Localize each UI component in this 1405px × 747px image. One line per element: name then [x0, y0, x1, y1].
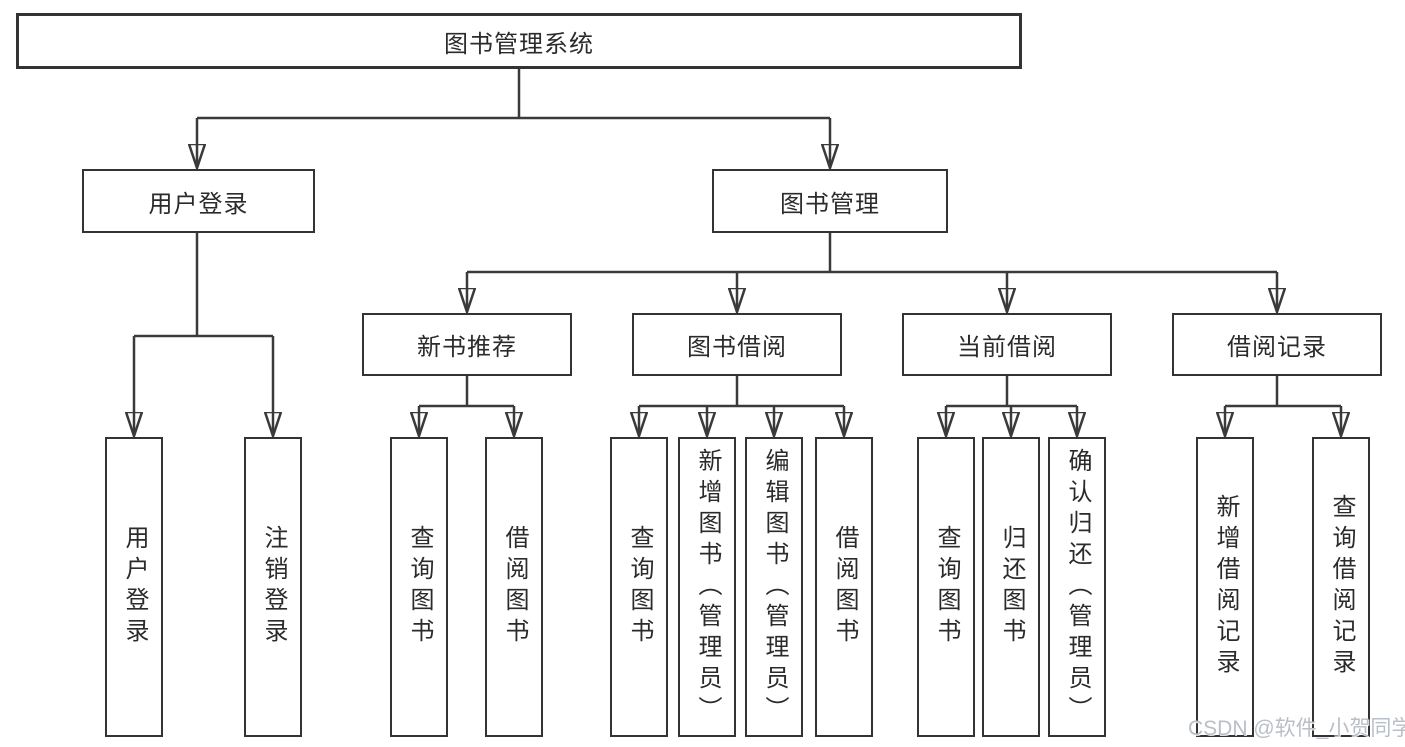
leaf-records-add-record: 新增借阅记录 — [1196, 437, 1254, 737]
leaf-recommend-borrow-books-label: 借阅图书 — [501, 525, 528, 649]
leaf-current-return-books: 归还图书 — [982, 437, 1040, 737]
leaf-recommend-borrow-books: 借阅图书 — [485, 437, 543, 737]
leaf-records-query-record-label: 查询借阅记录 — [1328, 494, 1355, 680]
leaf-current-query-books: 查询图书 — [917, 437, 975, 737]
node-root-label: 图书管理系统 — [444, 30, 594, 58]
leaf-current-confirm-return-admin-label: 确认归还（管理员） — [1064, 447, 1091, 727]
leaf-logout: 注销登录 — [244, 437, 302, 737]
node-current-borrowing-label: 当前借阅 — [957, 334, 1057, 361]
leaf-borrowing-borrow-books: 借阅图书 — [815, 437, 873, 737]
csdn-watermark: CSDN @软件_小贺同学 — [1188, 717, 1405, 740]
node-book-borrowing-label: 图书借阅 — [687, 334, 787, 361]
leaf-logout-label: 注销登录 — [260, 525, 287, 649]
leaf-borrowing-add-books-admin-label: 新增图书（管理员） — [694, 447, 721, 727]
leaf-recommend-query-books-label: 查询图书 — [406, 525, 433, 649]
leaf-borrowing-edit-books-admin: 编辑图书（管理员） — [745, 437, 803, 737]
leaf-borrowing-edit-books-admin-label: 编辑图书（管理员） — [761, 447, 788, 727]
leaf-borrowing-query-books: 查询图书 — [610, 437, 668, 737]
node-root: 图书管理系统 — [16, 13, 1022, 69]
node-borrowing-records-label: 借阅记录 — [1227, 334, 1327, 361]
leaf-current-return-books-label: 归还图书 — [998, 525, 1025, 649]
leaf-user-login: 用户登录 — [105, 437, 163, 737]
leaf-records-add-record-label: 新增借阅记录 — [1212, 494, 1239, 680]
node-new-book-recommend: 新书推荐 — [362, 313, 572, 376]
leaf-current-query-books-label: 查询图书 — [933, 525, 960, 649]
node-book-management: 图书管理 — [712, 169, 948, 233]
leaf-borrowing-borrow-books-label: 借阅图书 — [831, 525, 858, 649]
leaf-borrowing-query-books-label: 查询图书 — [626, 525, 653, 649]
node-user-login-label: 用户登录 — [148, 190, 249, 218]
leaf-user-login-label: 用户登录 — [121, 525, 148, 649]
leaf-borrowing-add-books-admin: 新增图书（管理员） — [678, 437, 736, 737]
node-borrowing-records: 借阅记录 — [1172, 313, 1382, 376]
node-new-book-recommend-label: 新书推荐 — [417, 334, 517, 361]
node-current-borrowing: 当前借阅 — [902, 313, 1112, 376]
leaf-records-query-record: 查询借阅记录 — [1312, 437, 1370, 737]
node-book-borrowing: 图书借阅 — [632, 313, 842, 376]
leaf-current-confirm-return-admin: 确认归还（管理员） — [1048, 437, 1106, 737]
node-book-management-label: 图书管理 — [780, 190, 880, 218]
leaf-recommend-query-books: 查询图书 — [390, 437, 448, 737]
node-user-login: 用户登录 — [82, 169, 315, 233]
